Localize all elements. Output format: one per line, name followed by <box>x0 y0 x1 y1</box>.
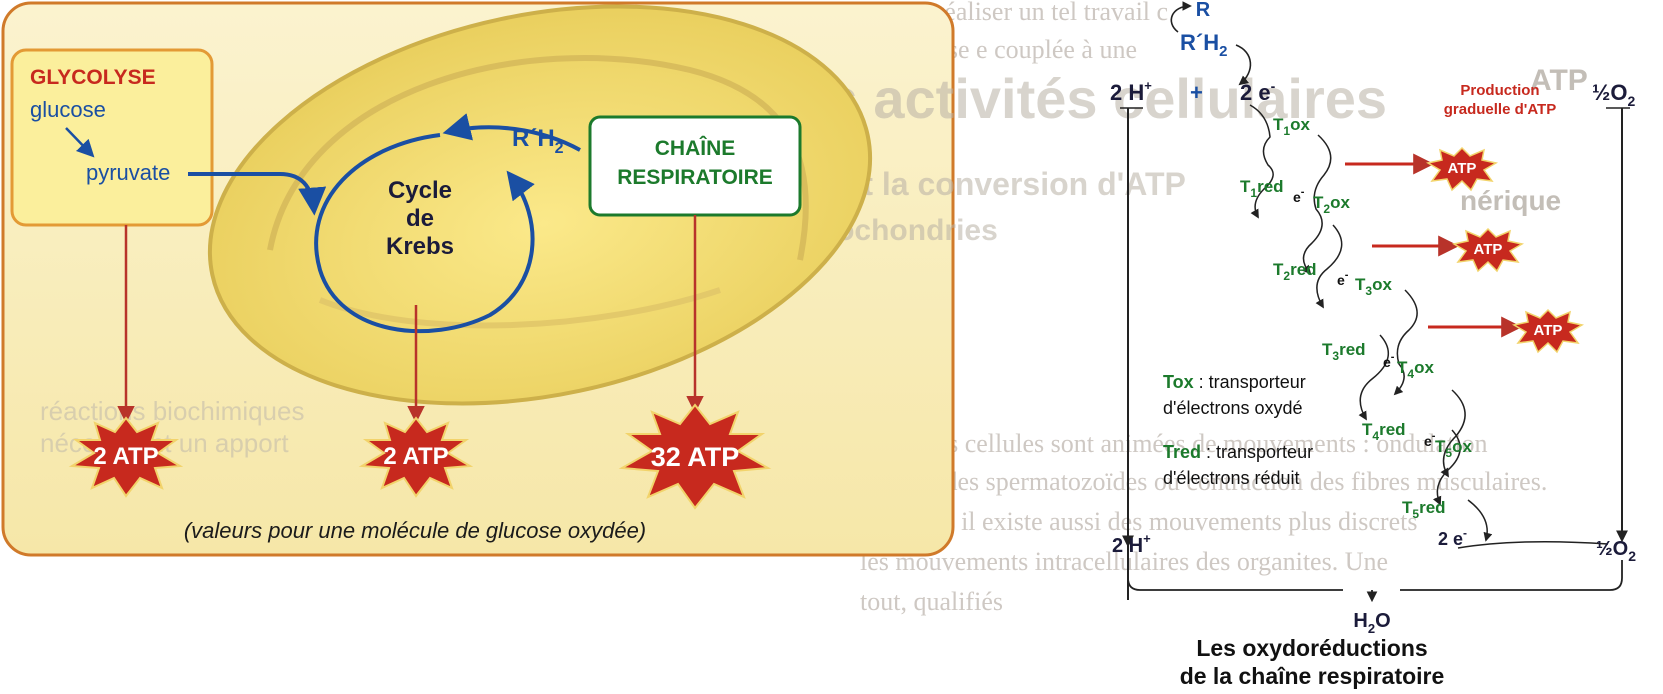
pyruvate-to-krebs-arrow <box>188 172 327 216</box>
t5-red-label: T5red <box>1402 498 1446 521</box>
atp-burst-glycolyse: 2 ATP <box>68 416 184 498</box>
electron-chain <box>1249 104 1609 549</box>
electron-path-3 <box>1315 224 1343 309</box>
electron-label-4: e- <box>1424 430 1436 449</box>
electron-label-2: e- <box>1337 269 1349 288</box>
glucose-to-pyruvate-arrow <box>65 127 95 158</box>
mito-crista-lower <box>318 287 721 329</box>
atp-label-2: 2 ATP <box>383 443 448 470</box>
t1-red-label: T1red <box>1240 177 1284 200</box>
electron-path-7 <box>1432 429 1461 506</box>
svg-text:flagelle des spermatozoïdes ou: flagelle des spermatozoïdes ou contracti… <box>860 467 1547 496</box>
r-arrow <box>1170 1 1192 33</box>
atp-burst-chaine: 32 ATP <box>618 403 772 510</box>
atp-r2-label: ATP <box>1474 241 1503 258</box>
legend-tox-line2: d'électrons oxydé <box>1163 398 1303 418</box>
krebs-cycle-arrow <box>314 133 535 334</box>
background-texture: Pour réaliser un tel travail c synthèse … <box>860 0 1588 616</box>
metabolism-panel: pour les activités cellulaires Les cellu… <box>1 1 1387 557</box>
chaine-respiratoire-box: CHAÎNE RESPIRATOIRE <box>588 115 802 217</box>
svg-text:ATP: ATP <box>1530 64 1588 97</box>
mitochondrion <box>207 4 873 406</box>
krebs-line3: Krebs <box>386 233 454 260</box>
diagram-title-line1: Les oxydoréductions <box>1196 635 1427 661</box>
atp-r1-label: ATP <box>1448 160 1477 177</box>
krebs-cycle: Cycle de Krebs <box>314 113 581 334</box>
t2-red-label: T2red <box>1273 260 1317 283</box>
legend-tred-line2: d'électrons réduit <box>1163 468 1300 488</box>
o2-top-label: ½O2 <box>1592 80 1635 109</box>
svg-text:nérique: nérique <box>1460 185 1561 216</box>
svg-text:les mouvements intracellulaire: les mouvements intracellulaires des orga… <box>860 547 1388 576</box>
caption: (valeurs pour une molécule de glucose ox… <box>184 518 646 543</box>
t5-ox-label: T5ox <box>1435 437 1472 460</box>
krebs-output-arrow <box>442 113 581 152</box>
legend: Tox : transporteur d'électrons oxydé Tre… <box>1163 372 1313 488</box>
h-top-label: 2 H+ <box>1110 78 1152 105</box>
legend-tred-line1: Tred : transporteur <box>1163 442 1313 462</box>
rh2-split-arrow <box>1235 44 1252 86</box>
glycolyse-box: GLYCOLYSE glucose pyruvate <box>10 48 214 227</box>
legend-tox-line1: Tox : transporteur <box>1163 372 1306 392</box>
electron-path-1 <box>1249 104 1274 219</box>
t2-ox-label: T2ox <box>1313 193 1350 216</box>
krebs-line2: de <box>406 205 434 232</box>
atp-label-1: 2 ATP <box>93 443 158 470</box>
svg-text:tout, qualifiés: tout, qualifiés <box>860 587 1003 616</box>
glycolyse-title: GLYCOLYSE <box>30 66 156 89</box>
t4-ox-label: T4ox <box>1397 358 1434 381</box>
electron-to-o2 <box>1457 541 1609 549</box>
atp-burst-r1: ATP <box>1425 146 1499 192</box>
atp-burst-r3: ATP <box>1511 308 1585 354</box>
diagram-title-line2: de la chaîne respiratoire <box>1180 663 1445 689</box>
atp-burst-r2: ATP <box>1451 227 1525 273</box>
chaine-line2: RESPIRATOIRE <box>617 166 773 189</box>
plus-sign: + <box>1190 80 1203 105</box>
glucose-label: glucose <box>30 97 106 122</box>
production-line1: Production <box>1460 82 1539 99</box>
svg-text:réactions biochimiques: réactions biochimiques <box>40 396 304 426</box>
electron-path-2 <box>1301 134 1332 275</box>
atp-burst-krebs: 2 ATP <box>358 416 474 498</box>
electron-path-8 <box>1467 499 1493 542</box>
electron-label-3: e- <box>1383 351 1395 370</box>
e-bottom-label: 2 e- <box>1438 526 1467 549</box>
t4-red-label: T4red <box>1362 420 1406 443</box>
rh2-label: R´H2 <box>512 125 564 157</box>
krebs-line1: Cycle <box>388 177 452 204</box>
r-top-label: R <box>1196 0 1211 21</box>
o2-bottom-label: ½O2 <box>1596 538 1636 564</box>
electron-label-1: e- <box>1293 186 1305 205</box>
t1-ox-label: T1ox <box>1273 115 1310 138</box>
chaine-line1: CHAÎNE <box>655 136 736 160</box>
t3-ox-label: T3ox <box>1355 275 1392 298</box>
rh2-top-label: R´H2 <box>1180 30 1227 60</box>
h-bottom-label: 2 H+ <box>1112 531 1151 557</box>
electron-path-5 <box>1358 334 1389 421</box>
h2o-label: H2O <box>1353 610 1390 636</box>
e-top-label: 2 e- <box>1240 78 1276 105</box>
pyruvate-label: pyruvate <box>86 160 170 185</box>
svg-text:mbreuses cellules sont animées: mbreuses cellules sont animées de mouvem… <box>860 429 1487 458</box>
atp-label-3: 32 ATP <box>651 442 740 472</box>
o2-to-water <box>1400 560 1623 591</box>
oxydoreduction-diagram: R R´H2 2 H+ + 2 e- ½O2 Production gradue… <box>1110 0 1636 689</box>
electron-path-4 <box>1393 289 1418 396</box>
t3-red-label: T3red <box>1322 340 1366 363</box>
atp-r3-label: ATP <box>1534 322 1563 339</box>
production-line2: graduelle d'ATP <box>1444 101 1556 118</box>
h-plus-to-water <box>1127 560 1343 591</box>
